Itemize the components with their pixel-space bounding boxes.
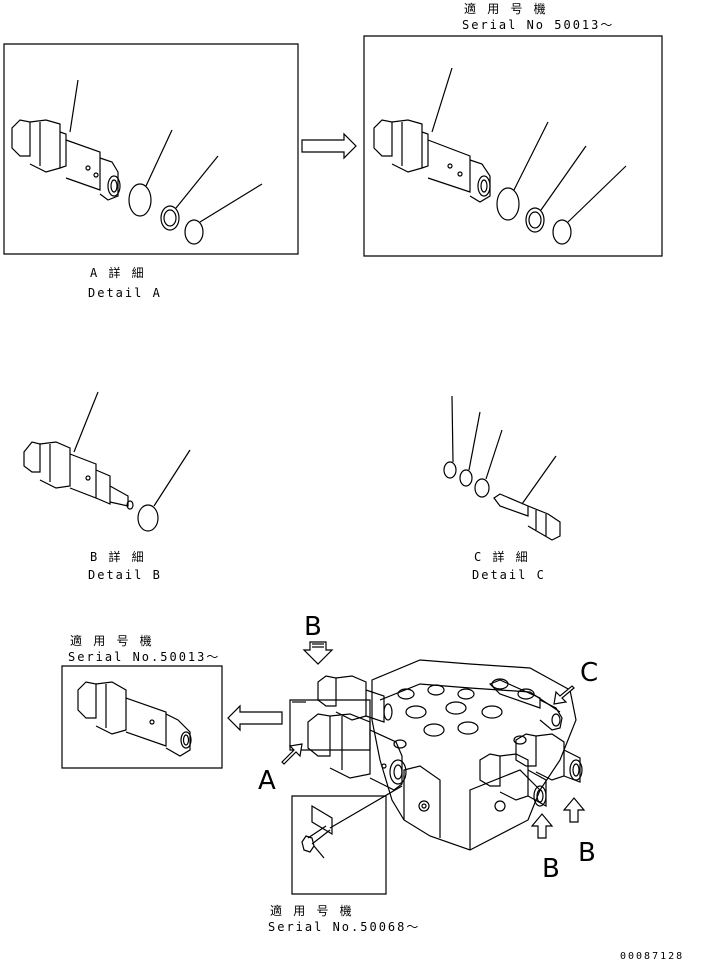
detail-a-serial-jp: 適 用 号 機 (464, 2, 548, 16)
detail-c-caption-en: Detail C (472, 568, 546, 582)
detail-c-o-ring-1 (444, 396, 456, 478)
arrow-label-a: A (258, 766, 276, 796)
main-serial-bottom-jp: 適 用 号 機 (270, 904, 354, 918)
detail-b-o-ring (138, 450, 190, 531)
detail-a-box (4, 44, 298, 254)
detail-bottom-serial-box (292, 796, 386, 894)
arrow-b-top-icon (304, 642, 332, 664)
detail-b-caption-en: Detail B (88, 568, 162, 582)
detail-a-serial-en: Serial No 50013〜 (462, 18, 615, 32)
arrow-label-b-lower-right: B (578, 838, 596, 868)
detail-a-serial-valve-cartridge (374, 68, 490, 202)
main-serial-left-jp: 適 用 号 機 (70, 634, 154, 648)
valve-body (372, 660, 576, 850)
detail-a-serial-o-ring-small (553, 166, 626, 244)
detail-a-backup-ring (161, 156, 218, 230)
detail-b-valve-cartridge (24, 392, 133, 509)
name-plate (312, 806, 332, 834)
main-serial-left-en: Serial No.50013〜 (68, 650, 221, 664)
detail-a-caption-jp: A 詳 細 (90, 266, 146, 280)
detail-a-callout-box (290, 700, 370, 750)
main-serial-bottom-en: Serial No.50068〜 (268, 920, 421, 934)
detail-b-caption-jp: B 詳 細 (90, 550, 146, 564)
detail-a-o-ring-large (129, 130, 172, 216)
right-arrow-icon (302, 134, 356, 158)
main-left-serial-cartridge (78, 682, 191, 756)
left-arrow-icon (228, 706, 282, 730)
arrow-label-b-top: B (304, 612, 322, 642)
bolt-leader-line (330, 786, 402, 828)
arrow-label-b-lower-left: B (542, 854, 560, 884)
detail-a-serial-box (364, 36, 662, 256)
body-spool-c (490, 680, 562, 730)
detail-a-serial-o-ring-large (497, 122, 548, 220)
bolt (302, 826, 330, 858)
arrow-c-icon (554, 686, 574, 704)
arrow-a-icon (282, 744, 302, 764)
body-cartridge-b-right (516, 734, 582, 782)
detail-c-o-ring-3 (475, 430, 502, 497)
detail-c-caption-jp: C 詳 細 (474, 550, 530, 564)
body-cartridge-b-left (480, 754, 546, 806)
detail-left-serial-box (62, 666, 222, 768)
detail-a-caption-en: Detail A (88, 286, 162, 300)
arrow-label-c: C (580, 658, 599, 688)
detail-a-serial-backup-ring (526, 146, 586, 232)
detail-c-spool-plug (494, 456, 560, 540)
body-cartridge-a (308, 714, 406, 790)
drawing-number: 00087128 (620, 951, 685, 962)
detail-a-o-ring-small (185, 184, 262, 244)
arrow-b-lower-left-icon (532, 814, 552, 838)
arrow-b-lower-right-icon (564, 798, 584, 822)
detail-a-valve-cartridge (12, 80, 120, 200)
detail-c-o-ring-2 (460, 412, 480, 486)
